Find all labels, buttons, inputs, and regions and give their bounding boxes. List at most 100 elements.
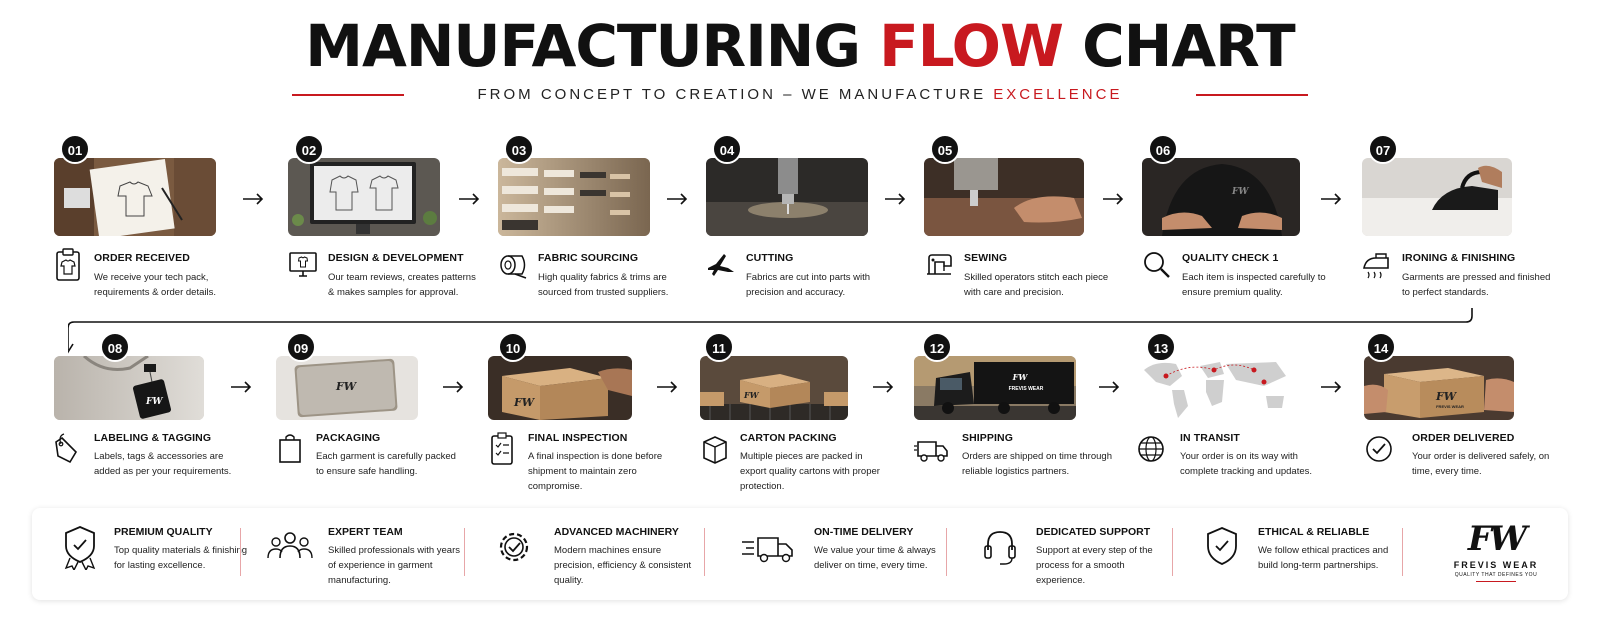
step-number: 10 [498,332,528,362]
step-description: Your order is on its way with complete t… [1180,451,1313,477]
step-description: Multiple pieces are packed in export qua… [740,451,880,492]
svg-text:FW: FW [1012,372,1029,382]
world-map-photo [1136,356,1298,420]
subtitle-main: FROM CONCEPT TO CREATION – WE MANUFACTUR… [477,86,994,103]
step-description: Each garment is carefully packed to ensu… [316,451,456,477]
step-number: 09 [286,332,316,362]
feature-description: Top quality materials & finishing for la… [114,545,248,571]
tag-icon [54,432,84,466]
box-brand-text: FREVIS WEAR [1436,404,1464,409]
step-number: 14 [1366,332,1396,362]
row-connector-arrow [68,308,1473,354]
step-number: 06 [1148,134,1178,164]
feature-divider [240,528,241,576]
fast-truck-icon [740,524,796,570]
arrow-right-icon [242,192,264,205]
feature-title: ADVANCED MACHINERY [554,526,679,538]
checklist-icon [488,432,518,466]
truck-brand-text: FREVIS WEAR [1009,386,1044,392]
step-description: Labels, tags & accessories are added as … [94,451,232,477]
svg-text:FW: FW [1231,187,1249,197]
feature-divider [946,528,947,576]
step-title: SHIPPING [962,432,1013,444]
step-title: ORDER DELIVERED [1412,432,1515,444]
step-number: 02 [294,134,324,164]
fabric-shelves-photo [498,158,650,236]
feature-title: ON-TIME DELIVERY [814,526,914,538]
feature-divider [464,528,465,576]
feature-divider [1402,528,1403,576]
packed-garment-photo: FW [276,356,418,420]
feature-divider [1172,528,1173,576]
step-number: 05 [930,134,960,164]
step-description: We receive your tech pack, requirements … [94,272,216,298]
step-title: QUALITY CHECK 1 [1182,252,1279,264]
ironing-photo [1362,158,1512,236]
step-title: ORDER RECEIVED [94,252,190,264]
arrow-right-icon [458,192,480,205]
brand-underline [1476,581,1516,582]
brand-block: FW FREVIS WEAR QUALITY THAT DEFINES YOU [1436,520,1556,582]
title-end: CHART [1062,12,1296,80]
step-title: DESIGN & DEVELOPMENT [328,252,464,264]
sewing-machine-icon [924,248,954,282]
step-description: Fabrics are cut into parts with precisio… [746,272,871,298]
step-description: Each item is inspected carefully to ensu… [1182,272,1326,298]
step-number: 07 [1368,134,1398,164]
bag-icon [276,432,306,466]
title-main: MANUFACTURING [305,12,880,80]
step-title: IN TRANSIT [1180,432,1240,444]
step-title: IRONING & FINISHING [1402,252,1516,264]
step-description: Our team reviews, creates patterns & mak… [328,272,476,298]
gear-check-icon [494,524,534,570]
step-number: 03 [504,134,534,164]
step-title: CUTTING [746,252,794,264]
box-inspection-photo: FW [488,356,632,420]
svg-text:FW: FW [335,380,358,393]
step-number: 11 [704,332,734,362]
sewing-photo [924,158,1084,236]
iron-icon [1362,248,1392,282]
shield-check-icon [1202,524,1242,570]
step-number: 12 [922,332,952,362]
arrow-right-icon [442,380,464,393]
feature-description: Skilled professionals with years of expe… [328,545,461,586]
globe-icon [1136,432,1166,466]
page-title: MANUFACTURING FLOW CHART [0,14,1600,78]
arrow-right-icon [666,192,688,205]
step-description: Orders are shipped on time through relia… [962,451,1112,477]
clipboard-shirt-icon [54,248,84,282]
subtitle-accent: EXCELLENCE [993,86,1123,103]
step-description: A final inspection is done before shipme… [528,451,663,492]
check-circle-icon [1364,432,1394,466]
step-title: PACKAGING [316,432,381,444]
feature-divider [704,528,705,576]
brand-tagline: QUALITY THAT DEFINES YOU [1454,572,1538,578]
feature-title: PREMIUM QUALITY [114,526,213,538]
page-subtitle: FROM CONCEPT TO CREATION – WE MANUFACTUR… [0,86,1600,103]
feature-description: We follow ethical practices and build lo… [1258,545,1389,571]
step-description: High quality fabrics & trims are sourced… [538,272,669,298]
arrow-right-icon [1098,380,1120,393]
features-bar: PREMIUM QUALITY Top quality materials & … [32,508,1568,600]
feature-title: DEDICATED SUPPORT [1036,526,1151,538]
feature-title: ETHICAL & RELIABLE [1258,526,1370,538]
feature-description: Support at every step of the process for… [1036,545,1153,586]
carton-icon [700,432,730,466]
scissors-icon [706,248,736,282]
truck-photo: FW FREVIS WEAR [914,356,1076,420]
step-description: Your order is delivered safely, on time,… [1412,451,1550,477]
quality-check-photo: FW [1142,158,1300,236]
arrow-right-icon [884,192,906,205]
tech-pack-sketch-photo [54,158,216,236]
title-accent: FLOW [879,12,1064,80]
step-number: 01 [60,134,90,164]
feature-title: EXPERT TEAM [328,526,403,538]
label-tag-photo: FW [54,356,204,420]
design-monitor-photo [288,158,440,236]
step-title: FABRIC SOURCING [538,252,639,264]
subtitle-rule-right [1196,94,1308,96]
svg-text:FW: FW [1435,390,1458,403]
